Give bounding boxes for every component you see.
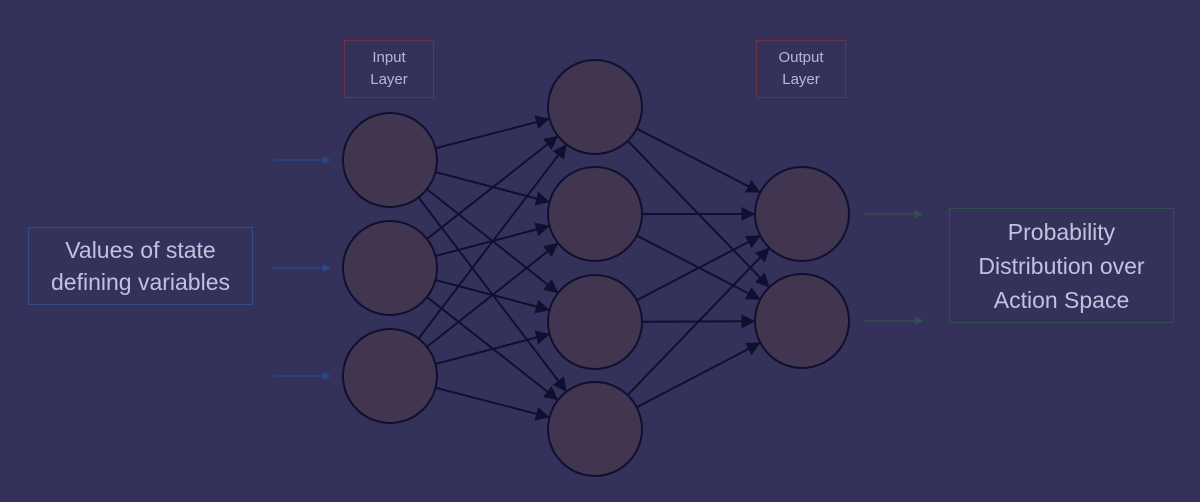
input-neuron [342, 112, 438, 208]
connection-arrow [417, 144, 567, 340]
input-neuron [342, 328, 438, 424]
connection-arrow [435, 386, 550, 421]
connection-arrow [636, 342, 761, 409]
connection-arrow [636, 235, 761, 302]
connection-arrow [435, 115, 550, 150]
output-neuron [754, 273, 850, 369]
hidden-neuron [547, 381, 643, 477]
output-distribution-box: Probability Distribution over Action Spa… [949, 208, 1174, 323]
connection-arrow [426, 135, 559, 240]
connection-arrow [626, 247, 770, 396]
input-layer-label: Input Layer [344, 40, 434, 98]
connection-arrow [426, 242, 559, 348]
hidden-neuron [547, 59, 643, 155]
connection-arrow [636, 127, 761, 193]
connection-arrow [435, 330, 550, 365]
input-neuron [342, 220, 438, 316]
hidden-neuron [547, 274, 643, 370]
input-values-box: Values of state defining variables [28, 227, 253, 305]
output-neuron [754, 166, 850, 262]
output-layer-label: Output Layer [756, 40, 846, 98]
hidden-neuron [547, 166, 643, 262]
